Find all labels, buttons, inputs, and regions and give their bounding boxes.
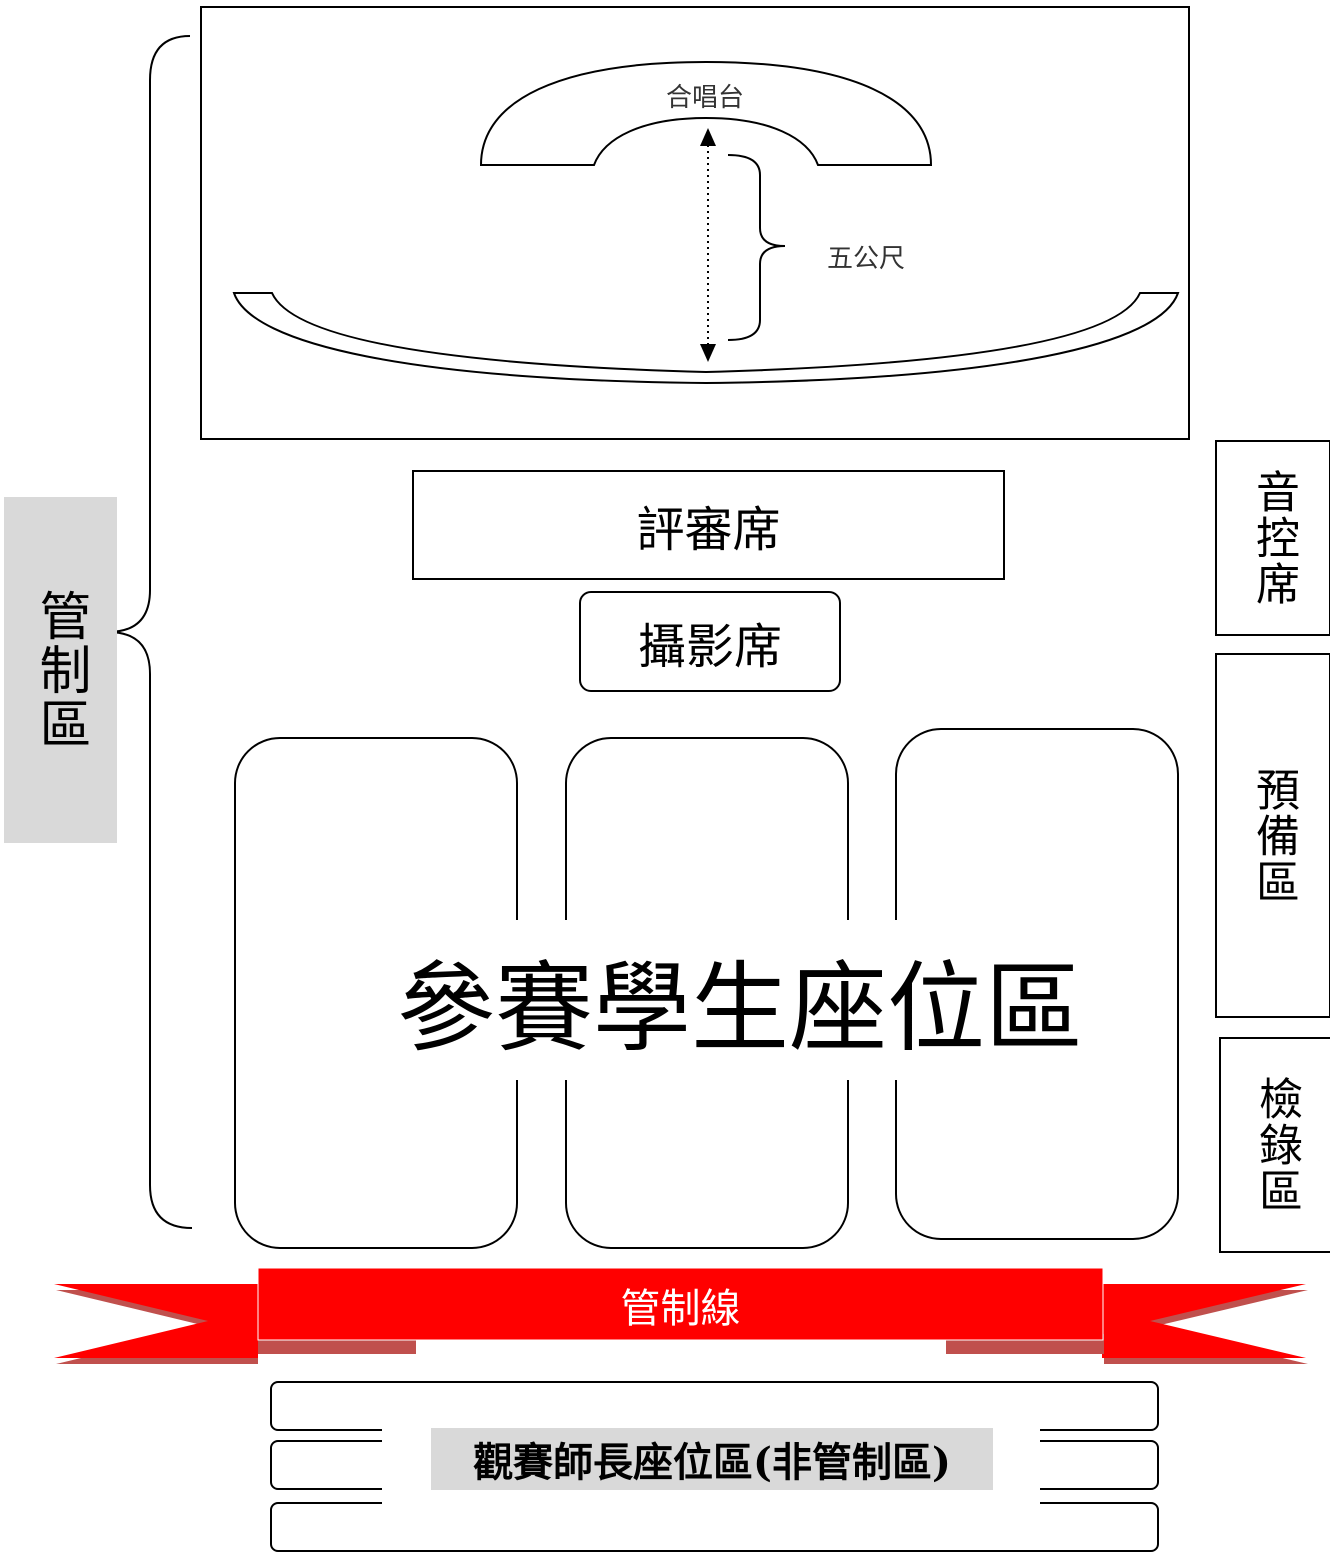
judges-table: 評審席 <box>412 470 1005 580</box>
audience-bench-row-1 <box>270 1381 1159 1431</box>
student-seating-label: 參賽學生座位區 <box>380 920 1100 1080</box>
choir-stage-shape <box>479 60 933 166</box>
audience-seating-label: 觀賽師長座位區(非管制區) <box>431 1428 993 1490</box>
distance-arrow-head-top <box>700 128 716 146</box>
audience-bench-row-3 <box>270 1502 1159 1552</box>
distance-arrow-head-bottom <box>700 344 716 362</box>
ribbon-left-tail <box>54 1284 258 1358</box>
ribbon-center-band <box>257 1267 1104 1341</box>
control-zone-brace <box>107 35 193 1229</box>
distance-brace <box>727 154 786 341</box>
ribbon-right-tail <box>1102 1284 1306 1358</box>
choir-stage-label: 合唱台 <box>665 82 744 113</box>
standby-area: 預備區 <box>1215 653 1330 1018</box>
camera-area: 攝影席 <box>579 591 841 692</box>
stage-area <box>200 6 1190 440</box>
distance-label: 五公尺 <box>826 243 905 274</box>
sound-control-area: 音控席 <box>1215 440 1330 636</box>
control-line-label: 管制線 <box>620 1286 741 1332</box>
check-in-area: 檢錄區 <box>1219 1037 1330 1253</box>
control-zone-tag: 管制區 <box>4 497 117 843</box>
front-stage-shape <box>232 292 1180 385</box>
